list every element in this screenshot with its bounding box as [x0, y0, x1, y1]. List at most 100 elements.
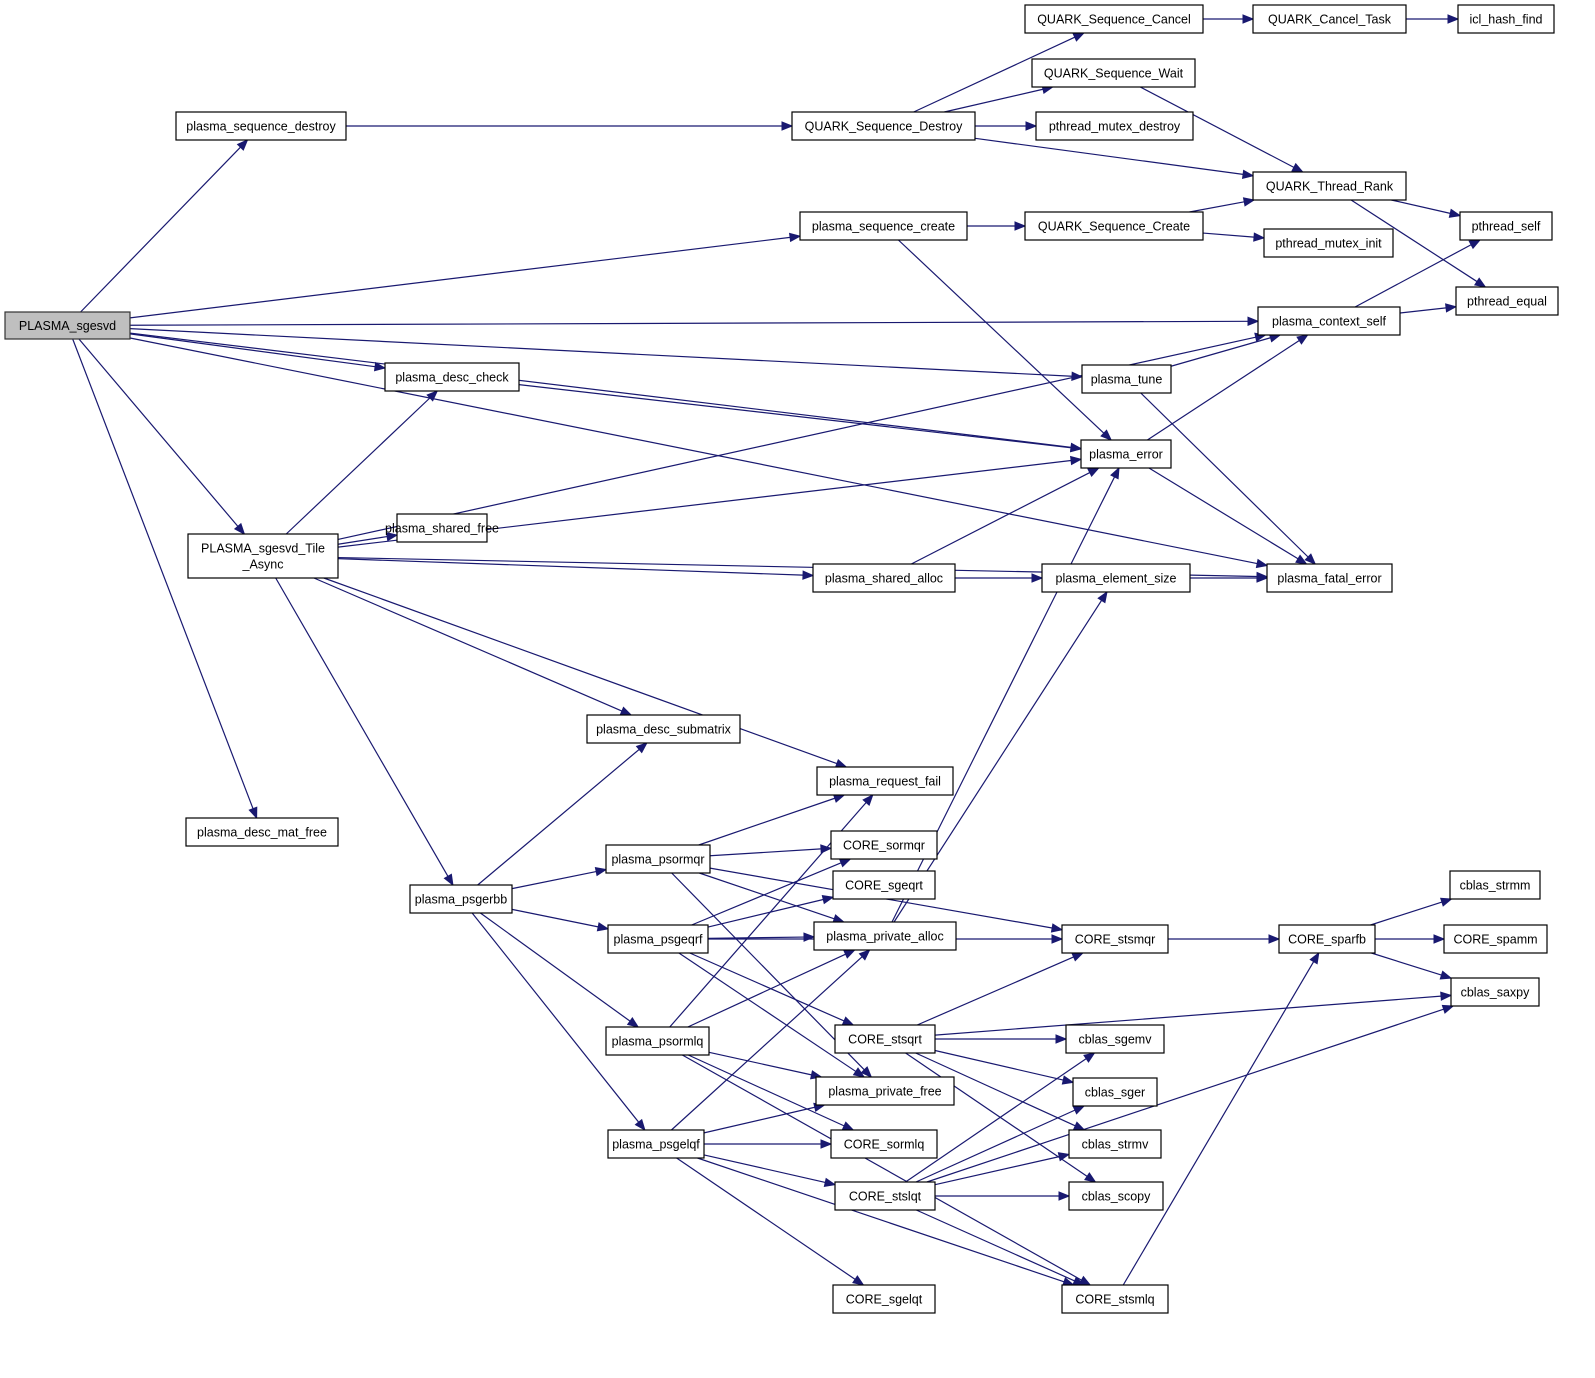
node-box[interactable]	[830, 830, 938, 860]
node-box[interactable]	[185, 817, 339, 847]
node-box[interactable]	[834, 1024, 936, 1054]
node-core-stsmqr[interactable]: CORE_stsmqr	[1061, 924, 1169, 954]
node-plasma-sgesvd[interactable]: PLASMA_sgesvd	[4, 311, 131, 340]
node-plasma-context-self[interactable]: plasma_context_self	[1257, 306, 1401, 336]
node-box[interactable]	[1443, 924, 1548, 954]
node-box[interactable]	[1041, 563, 1191, 593]
node-quark-sequence-create[interactable]: QUARK_Sequence_Create	[1024, 211, 1204, 241]
node-quark-sequence-cancel[interactable]: QUARK_Sequence_Cancel	[1024, 4, 1204, 34]
node-cblas-scopy[interactable]: cblas_scopy	[1068, 1181, 1164, 1211]
node-plasma-request-fail[interactable]: plasma_request_fail	[816, 766, 954, 796]
node-plasma-shared-free[interactable]: plasma_shared_free	[385, 513, 499, 543]
node-box[interactable]	[607, 1129, 705, 1159]
node-plasma-psormqr[interactable]: plasma_psormqr	[605, 844, 711, 874]
node-box[interactable]	[1035, 111, 1194, 141]
node-plasma-sequence-destroy[interactable]: plasma_sequence_destroy	[175, 111, 347, 141]
node-icl-hash-find[interactable]: icl_hash_find	[1457, 4, 1555, 34]
node-quark-cancel-task[interactable]: QUARK_Cancel_Task	[1252, 4, 1407, 34]
node-box[interactable]	[791, 111, 976, 141]
node-plasma-fatal-error[interactable]: plasma_fatal_error	[1266, 563, 1393, 593]
node-core-stsmlq[interactable]: CORE_stsmlq	[1061, 1284, 1169, 1314]
node-box[interactable]	[1031, 58, 1196, 88]
node-plasma-desc-check[interactable]: plasma_desc_check	[384, 362, 520, 392]
node-box[interactable]	[1449, 870, 1541, 900]
node-box[interactable]	[1065, 1024, 1165, 1054]
node-box[interactable]	[832, 870, 936, 900]
node-core-stslqt[interactable]: CORE_stslqt	[834, 1181, 936, 1211]
node-quark-sequence-wait[interactable]: QUARK_Sequence_Wait	[1031, 58, 1196, 88]
node-box[interactable]	[396, 513, 488, 543]
node-box[interactable]	[607, 924, 709, 954]
node-box[interactable]	[1068, 1181, 1164, 1211]
node-pthread-self[interactable]: pthread_self	[1459, 211, 1553, 241]
node-box[interactable]	[1072, 1077, 1158, 1107]
node-core-stsqrt[interactable]: CORE_stsqrt	[834, 1024, 936, 1054]
node-box[interactable]	[815, 1076, 955, 1106]
node-pthread-mutex-init[interactable]: pthread_mutex_init	[1263, 228, 1394, 258]
node-plasma-tune[interactable]: plasma_tune	[1081, 364, 1172, 394]
node-box[interactable]	[409, 884, 513, 914]
node-box[interactable]	[799, 211, 968, 241]
node-plasma-psgelqf[interactable]: plasma_psgelqf	[607, 1129, 705, 1159]
node-box[interactable]	[830, 1129, 938, 1159]
node-core-sormqr[interactable]: CORE_sormqr	[830, 830, 938, 860]
node-cblas-sgemv[interactable]: cblas_sgemv	[1065, 1024, 1165, 1054]
node-box[interactable]	[1252, 4, 1407, 34]
node-box[interactable]	[1457, 4, 1555, 34]
node-box[interactable]	[384, 362, 520, 392]
node-plasma-element-size[interactable]: plasma_element_size	[1041, 563, 1191, 593]
node-box[interactable]	[813, 921, 957, 951]
node-box[interactable]	[1278, 924, 1376, 954]
node-plasma-sgesvd-tile-async[interactable]: PLASMA_sgesvd_Tile_Async	[187, 533, 339, 579]
node-box[interactable]	[1024, 211, 1204, 241]
node-box[interactable]	[1266, 563, 1393, 593]
node-box[interactable]	[1061, 924, 1169, 954]
node-box[interactable]	[1081, 364, 1172, 394]
node-plasma-desc-mat-free[interactable]: plasma_desc_mat_free	[185, 817, 339, 847]
node-quark-thread-rank[interactable]: QUARK_Thread_Rank	[1252, 171, 1407, 201]
node-cblas-strmv[interactable]: cblas_strmv	[1068, 1129, 1162, 1159]
node-core-sparfb[interactable]: CORE_sparfb	[1278, 924, 1376, 954]
node-box[interactable]	[1068, 1129, 1162, 1159]
node-box[interactable]	[187, 533, 339, 579]
node-box[interactable]	[605, 844, 711, 874]
node-box[interactable]	[834, 1181, 936, 1211]
node-box[interactable]	[1455, 286, 1559, 316]
node-box[interactable]	[1459, 211, 1553, 241]
node-cblas-saxpy[interactable]: cblas_saxpy	[1450, 977, 1540, 1007]
node-box[interactable]	[586, 714, 741, 744]
node-plasma-sequence-create[interactable]: plasma_sequence_create	[799, 211, 968, 241]
node-box[interactable]	[1450, 977, 1540, 1007]
node-plasma-desc-submatrix[interactable]: plasma_desc_submatrix	[586, 714, 741, 744]
node-box[interactable]	[1024, 4, 1204, 34]
node-box[interactable]	[832, 1284, 936, 1314]
node-box[interactable]	[1252, 171, 1407, 201]
node-box[interactable]	[812, 563, 956, 593]
node-box[interactable]	[1263, 228, 1394, 258]
node-core-sormlq[interactable]: CORE_sormlq	[830, 1129, 938, 1159]
node-box[interactable]	[1257, 306, 1401, 336]
node-plasma-private-alloc[interactable]: plasma_private_alloc	[813, 921, 957, 951]
node-box[interactable]	[1061, 1284, 1169, 1314]
node-box[interactable]	[1080, 439, 1172, 469]
node-box[interactable]	[605, 1026, 710, 1056]
node-box[interactable]	[4, 311, 131, 340]
node-quark-sequence-destroy[interactable]: QUARK_Sequence_Destroy	[791, 111, 976, 141]
node-box[interactable]	[175, 111, 347, 141]
node-plasma-psormlq[interactable]: plasma_psormlq	[605, 1026, 710, 1056]
node-plasma-error[interactable]: plasma_error	[1080, 439, 1172, 469]
node-core-sgelqt[interactable]: CORE_sgelqt	[832, 1284, 936, 1314]
node-plasma-shared-alloc[interactable]: plasma_shared_alloc	[812, 563, 956, 593]
edge-plasma-psgelqf-to-plasma-private-alloc	[671, 949, 871, 1131]
node-label: plasma_psgeqrf	[614, 933, 703, 947]
node-box[interactable]	[816, 766, 954, 796]
node-plasma-psgeqrf[interactable]: plasma_psgeqrf	[607, 924, 709, 954]
node-pthread-mutex-destroy[interactable]: pthread_mutex_destroy	[1035, 111, 1194, 141]
node-cblas-sger[interactable]: cblas_sger	[1072, 1077, 1158, 1107]
node-pthread-equal[interactable]: pthread_equal	[1455, 286, 1559, 316]
node-core-spamm[interactable]: CORE_spamm	[1443, 924, 1548, 954]
node-plasma-private-free[interactable]: plasma_private_free	[815, 1076, 955, 1106]
node-core-sgeqrt[interactable]: CORE_sgeqrt	[832, 870, 936, 900]
node-cblas-strmm[interactable]: cblas_strmm	[1449, 870, 1541, 900]
node-plasma-psgerbb[interactable]: plasma_psgerbb	[409, 884, 513, 914]
